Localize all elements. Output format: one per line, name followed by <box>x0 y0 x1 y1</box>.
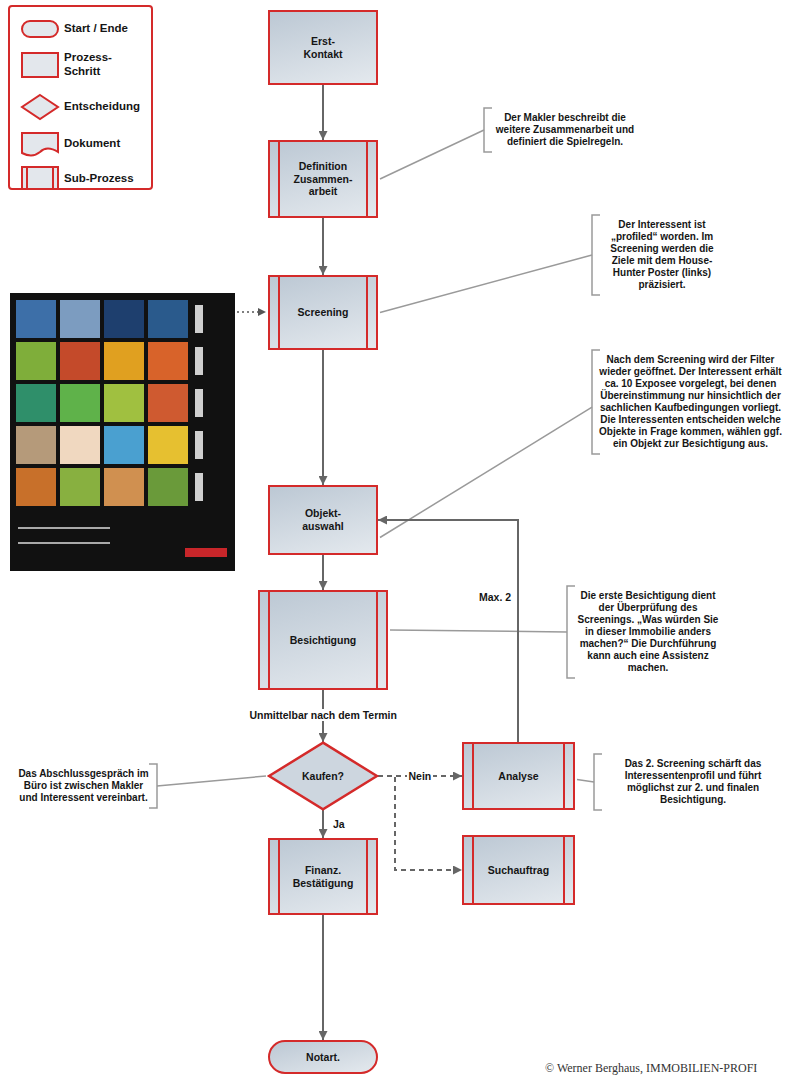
callout-note: Nach dem Screening wird der Filter wiede… <box>598 354 783 450</box>
subprocess-box: Analyse <box>462 742 575 810</box>
poster-logo <box>185 548 227 557</box>
node-label: Screening <box>298 306 349 319</box>
leader-line <box>390 630 567 632</box>
poster-tile <box>16 384 56 422</box>
poster-tile <box>60 426 100 464</box>
flow-connector <box>378 520 518 742</box>
poster-tile <box>104 384 144 422</box>
poster-tile <box>16 342 56 380</box>
poster-tile <box>148 342 188 380</box>
dotted-pointer <box>237 311 266 313</box>
node-label: Notart. <box>306 1051 340 1064</box>
callout-note: Das Abschlussgespräch im Büro ist zwisch… <box>16 768 151 804</box>
copyright-note: © Werner Berghaus, IMMOBILIEN-PROFI <box>545 1061 757 1075</box>
poster-strip <box>195 389 203 417</box>
poster-form-line <box>18 527 110 529</box>
node-label: Definition Zusammen- arbeit <box>289 160 357 198</box>
poster-tile <box>60 468 100 506</box>
poster-ground <box>10 293 235 571</box>
node-label: Besichtigung <box>290 634 357 647</box>
legend-text: Sub-Prozess <box>64 172 148 186</box>
callout-note: Die erste Besichtigung dient der Überprü… <box>573 590 723 674</box>
poster-tile <box>60 384 100 422</box>
node-label: Finanz. Bestätigung <box>287 864 359 889</box>
diamond-shape <box>269 743 377 810</box>
legend-text: Prozess- Schritt <box>64 51 148 79</box>
leader-line <box>577 779 594 782</box>
subprocess-box: Finanz. Bestätigung <box>268 838 378 915</box>
leader-line <box>157 776 266 786</box>
poster-tile <box>104 300 144 338</box>
callout-bracket <box>484 108 492 152</box>
callout-note: Das 2. Screening schärft das Interessent… <box>600 758 786 806</box>
callout-brackets <box>149 108 602 810</box>
house-hunter-poster <box>10 293 235 571</box>
callout-note: Der Makler beschreibt die weitere Zusamm… <box>490 112 640 148</box>
legend-text: Entscheidung <box>64 100 148 114</box>
flow-connector <box>322 85 324 140</box>
callout-bracket <box>149 764 157 808</box>
callout-bracket <box>594 754 602 810</box>
poster-strip <box>195 431 203 459</box>
legend-text: Dokument <box>64 137 148 151</box>
node-label: Objekt- auswahl <box>298 507 348 532</box>
subprocess-box: Definition Zusammen- arbeit <box>268 140 378 218</box>
process-box: Erst- Kontakt <box>268 10 378 85</box>
subprocess-box: Besichtigung <box>258 590 388 690</box>
poster-tile <box>148 426 188 464</box>
subprocess-box: Screening <box>268 275 378 350</box>
legend-symbol <box>22 95 58 119</box>
flow-connector <box>322 915 324 1040</box>
flow-connector <box>378 776 462 870</box>
callout-bracket <box>567 586 575 678</box>
node-label: Kaufen? <box>302 770 344 783</box>
flow-connector <box>322 218 324 275</box>
legend-symbol <box>22 133 58 156</box>
callout-note: Der Interessent ist „profiled“ worden. I… <box>598 219 726 291</box>
flow-connector <box>322 350 324 485</box>
poster-strip <box>195 347 203 375</box>
poster-tile <box>148 384 188 422</box>
poster-tile <box>60 342 100 380</box>
node-label: Erst- Kontakt <box>295 35 351 60</box>
poster-tile <box>104 426 144 464</box>
subprocess-box: Suchauftrag <box>462 835 575 905</box>
poster-tile <box>60 300 100 338</box>
node-label: Suchauftrag <box>488 864 549 877</box>
poster-tile <box>16 468 56 506</box>
poster-tile <box>148 468 188 506</box>
poster-strip <box>195 305 203 333</box>
poster-tile <box>104 468 144 506</box>
flow-connector <box>322 555 324 590</box>
leader-line <box>380 130 484 179</box>
leader-line <box>380 407 592 537</box>
edge-label: Ja <box>331 818 347 831</box>
terminal-box: Notart. <box>268 1040 378 1074</box>
decision-diamond: Kaufen? <box>268 742 378 810</box>
callout-bracket <box>592 215 600 295</box>
flow-connector <box>322 810 324 838</box>
edge-label: Max. 2 <box>477 591 513 604</box>
process-box: Objekt- auswahl <box>268 485 378 555</box>
edge-label: Nein <box>407 770 434 783</box>
callout-bracket <box>592 350 600 454</box>
legend-box: Start / EndeProzess- SchrittEntscheidung… <box>8 5 153 190</box>
node-label: Analyse <box>498 770 538 783</box>
legend-symbols <box>10 7 151 188</box>
legend-symbol <box>22 53 58 77</box>
poster-tile <box>148 300 188 338</box>
legend-text: Start / Ende <box>64 22 148 36</box>
poster-tile <box>16 300 56 338</box>
legend-symbol <box>22 21 58 37</box>
poster-form-line <box>18 542 110 544</box>
poster-tile <box>16 426 56 464</box>
poster-strip <box>195 473 203 501</box>
legend-symbol <box>22 167 58 188</box>
leader-line <box>380 255 592 313</box>
poster-tile <box>104 342 144 380</box>
edge-label: Unmittelbar nach dem Termin <box>248 709 399 722</box>
